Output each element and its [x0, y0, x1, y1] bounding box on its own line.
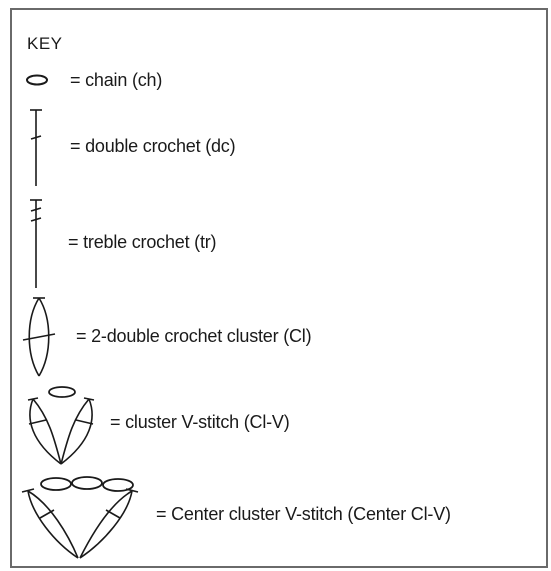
cluster-symbol-icon	[20, 294, 60, 380]
chain-label: = chain (ch)	[70, 70, 163, 90]
treble-crochet-label: = treble crochet (tr)	[68, 232, 217, 252]
cluster-v-stitch-symbol-icon	[20, 384, 104, 468]
cluster-label: = 2-double crochet cluster (Cl)	[76, 326, 312, 346]
double-crochet-label: = double crochet (dc)	[70, 136, 236, 156]
treble-crochet-symbol-icon	[22, 196, 50, 292]
stitch-key-panel	[10, 8, 548, 568]
center-cluster-v-stitch-symbol-icon	[18, 474, 142, 564]
chain-symbol-icon	[24, 72, 50, 88]
key-title: KEY	[27, 34, 63, 53]
center-cluster-v-stitch-label: = Center cluster V-stitch (Center Cl-V)	[156, 504, 451, 524]
double-crochet-symbol-icon	[22, 106, 50, 190]
cluster-v-stitch-label: = cluster V-stitch (Cl-V)	[110, 412, 290, 432]
